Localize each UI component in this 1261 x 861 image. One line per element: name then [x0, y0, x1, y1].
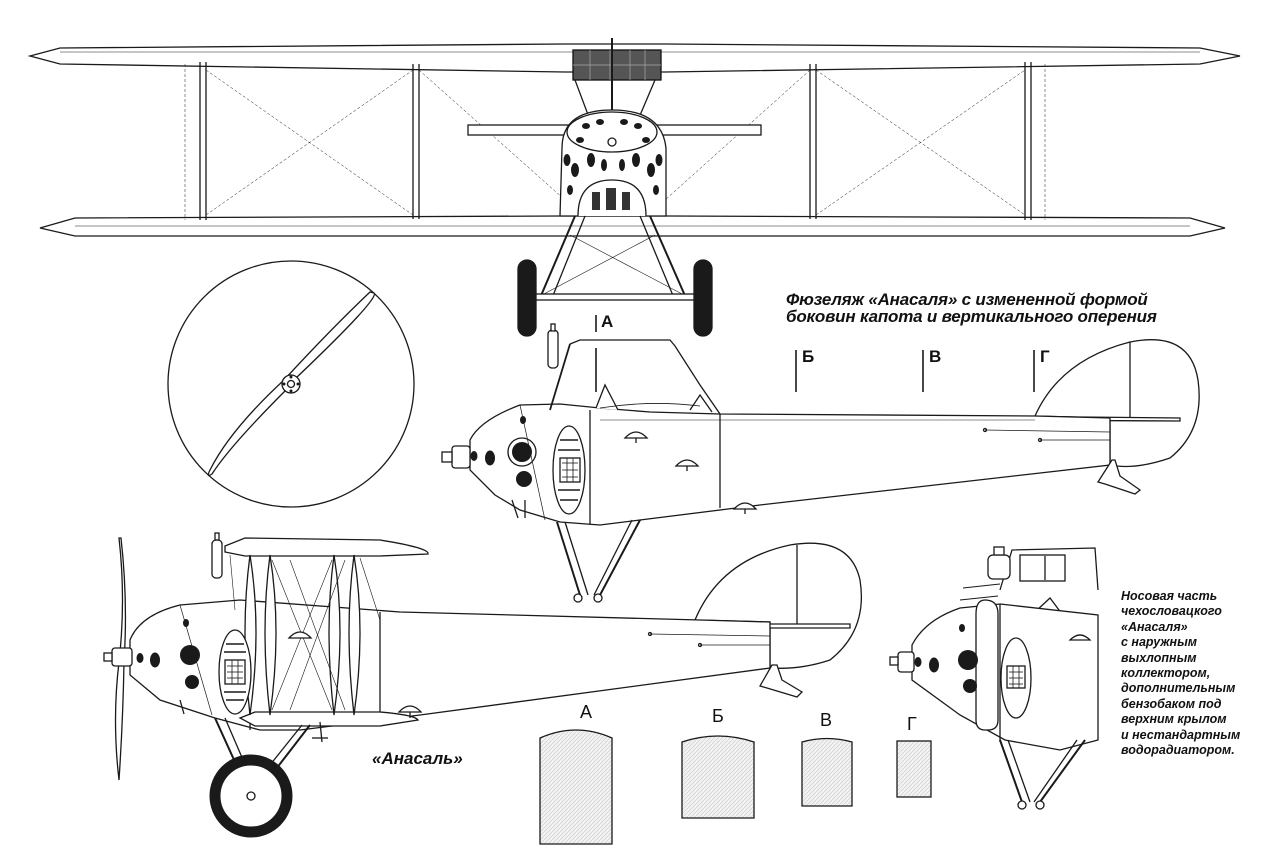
nose-detail-view	[889, 546, 1099, 810]
section-label-g: Г	[907, 714, 917, 734]
section-g-shape	[896, 740, 932, 798]
note-line: Носовая часть	[1121, 589, 1218, 603]
section-marker-a: А	[601, 312, 614, 331]
note-line: чехословацкого	[1121, 604, 1222, 619]
nose-note: Носовая часть чехословацкого «Анасаля» с…	[1121, 589, 1261, 758]
cross-sections	[539, 729, 932, 845]
front-view	[27, 38, 1241, 337]
caption-line-2: боковин капота и вертикального оперения	[786, 307, 1157, 326]
caption-line-1: Фюзеляж «Анасаля» с измененной формой	[786, 290, 1148, 309]
note-line: дополнительным	[1121, 681, 1236, 696]
section-label-b: Б	[712, 706, 724, 726]
section-marker-g: Г	[1040, 347, 1050, 366]
propeller-view	[167, 260, 415, 508]
section-marker-v: В	[929, 347, 942, 366]
section-b-shape	[681, 735, 755, 819]
note-line: бензобаком под	[1121, 696, 1222, 711]
section-marker-b: Б	[802, 347, 815, 366]
full-side-view	[103, 532, 863, 838]
section-label-a: А	[580, 702, 593, 722]
aircraft-name-label: «Анасаль»	[372, 749, 463, 768]
drawing-caption: Фюзеляж «Анасаля» с измененной формой бо…	[786, 291, 1157, 325]
note-line: и нестандартным	[1121, 727, 1241, 742]
note-line: «Анасаля»	[1121, 619, 1188, 634]
note-line: верхним крылом	[1121, 712, 1227, 727]
section-a-shape	[539, 729, 613, 845]
note-line: выхлопным	[1121, 650, 1197, 665]
section-label-v: В	[820, 710, 833, 730]
note-line: с наружным	[1121, 635, 1198, 650]
fuselage-side-view	[441, 315, 1200, 603]
section-v-shape	[801, 737, 853, 807]
note-line: водорадиатором.	[1121, 743, 1235, 758]
note-line: коллектором,	[1121, 666, 1211, 681]
